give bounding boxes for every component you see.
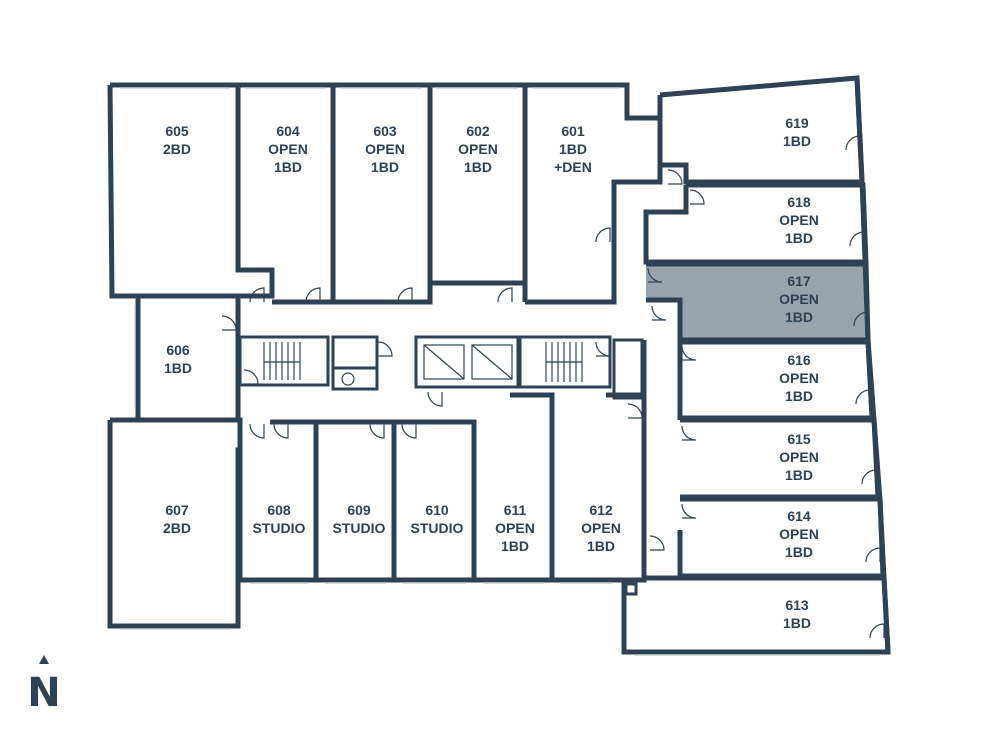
unit-607-label-line: 607 xyxy=(165,502,189,518)
unit-601-label-line: 1BD xyxy=(559,141,587,157)
unit-607-label-line: 2BD xyxy=(163,520,191,536)
unit-608-label-line: STUDIO xyxy=(253,520,306,536)
unit-612-walls xyxy=(552,392,647,583)
unit-606-walls xyxy=(135,293,241,423)
unit-617-label-line: 617 xyxy=(787,273,811,289)
elevator-bank xyxy=(414,335,520,389)
unit-601-walls xyxy=(525,82,663,305)
unit-605-walls xyxy=(107,82,275,299)
unit-612-label-line: 1BD xyxy=(587,538,615,554)
unit-609-label-line: STUDIO xyxy=(333,520,386,536)
unit-602-label-line: 602 xyxy=(466,123,490,139)
unit-616-label-line: 616 xyxy=(787,352,811,368)
unit-615-label-line: 1BD xyxy=(785,467,813,483)
unit-601-label-line: +DEN xyxy=(554,159,592,175)
unit-612-label-line: 612 xyxy=(589,502,613,518)
unit-613-label-line: 613 xyxy=(785,597,809,613)
unit-603-label-line: 603 xyxy=(373,123,397,139)
unit-605-label-line: 605 xyxy=(165,123,189,139)
unit-604-label-line: 604 xyxy=(276,123,300,139)
unit-616-label-line: 1BD xyxy=(785,388,813,404)
unit-614-label-line: OPEN xyxy=(779,526,819,542)
unit-618-walls xyxy=(643,182,869,265)
unit-614-label-line: 1BD xyxy=(785,544,813,560)
unit-605-label-line: 2BD xyxy=(163,141,191,157)
unit-604-walls xyxy=(238,82,336,305)
unit-613-walls xyxy=(621,575,891,655)
unit-608-walls xyxy=(237,419,319,583)
unit-608-label-line: 608 xyxy=(267,502,291,518)
north-label: N xyxy=(27,670,60,716)
unit-613-label-line: 1BD xyxy=(783,615,811,631)
unit-603-label-line: OPEN xyxy=(365,141,405,157)
unit-618-label-line: 618 xyxy=(787,194,811,210)
stair-east xyxy=(518,335,612,389)
unit-616-walls xyxy=(680,339,875,421)
unit-616-label-line: OPEN xyxy=(779,370,819,386)
unit-615-label-line: 615 xyxy=(787,431,811,447)
unit-619-label-line: 1BD xyxy=(783,133,811,149)
windows xyxy=(120,87,880,656)
unit-617-highlight[interactable] xyxy=(646,264,868,340)
unit-615-label-line: OPEN xyxy=(779,449,819,465)
unit-617-label-line: 1BD xyxy=(785,309,813,325)
utility-room xyxy=(331,335,379,391)
column xyxy=(624,582,638,596)
unit-602-label-line: 1BD xyxy=(464,159,492,175)
unit-609-walls xyxy=(316,419,397,583)
unit-611-label-line: OPEN xyxy=(495,520,535,536)
unit-606-label-line: 1BD xyxy=(164,360,192,376)
east-facade xyxy=(854,77,891,653)
unit-614-label-line: 614 xyxy=(787,508,811,524)
unit-609-label-line: 609 xyxy=(347,502,371,518)
unit-603-label-line: 1BD xyxy=(371,159,399,175)
unit-601-label-line: 601 xyxy=(561,123,585,139)
unit-619-label-line: 619 xyxy=(785,115,809,131)
unit-612-label-line: OPEN xyxy=(581,520,621,536)
doors xyxy=(221,135,885,639)
unit-610-label-line: 610 xyxy=(425,502,449,518)
north-compass: N xyxy=(27,655,61,716)
unit-618-label-line: 1BD xyxy=(785,230,813,246)
unit-604-label-line: OPEN xyxy=(268,141,308,157)
unit-617-label-line: OPEN xyxy=(779,291,819,307)
unit-602-walls xyxy=(430,82,528,302)
unit-604-label-line: 1BD xyxy=(274,159,302,175)
unit-619-walls xyxy=(657,75,865,185)
unit-606-label-line: 606 xyxy=(166,342,190,358)
unit-618-label-line: OPEN xyxy=(779,212,819,228)
unit-610-walls xyxy=(394,419,477,583)
stair-west xyxy=(238,335,330,387)
shaft xyxy=(612,338,644,400)
unit-611-label-line: 611 xyxy=(504,502,527,518)
unit-610-label-line: STUDIO xyxy=(411,520,464,536)
unit-611-label-line: 1BD xyxy=(501,538,529,554)
unit-611-walls xyxy=(474,392,555,583)
north-arrow-icon xyxy=(39,655,49,664)
unit-603-walls xyxy=(333,82,433,305)
unit-602-label-line: OPEN xyxy=(458,141,498,157)
